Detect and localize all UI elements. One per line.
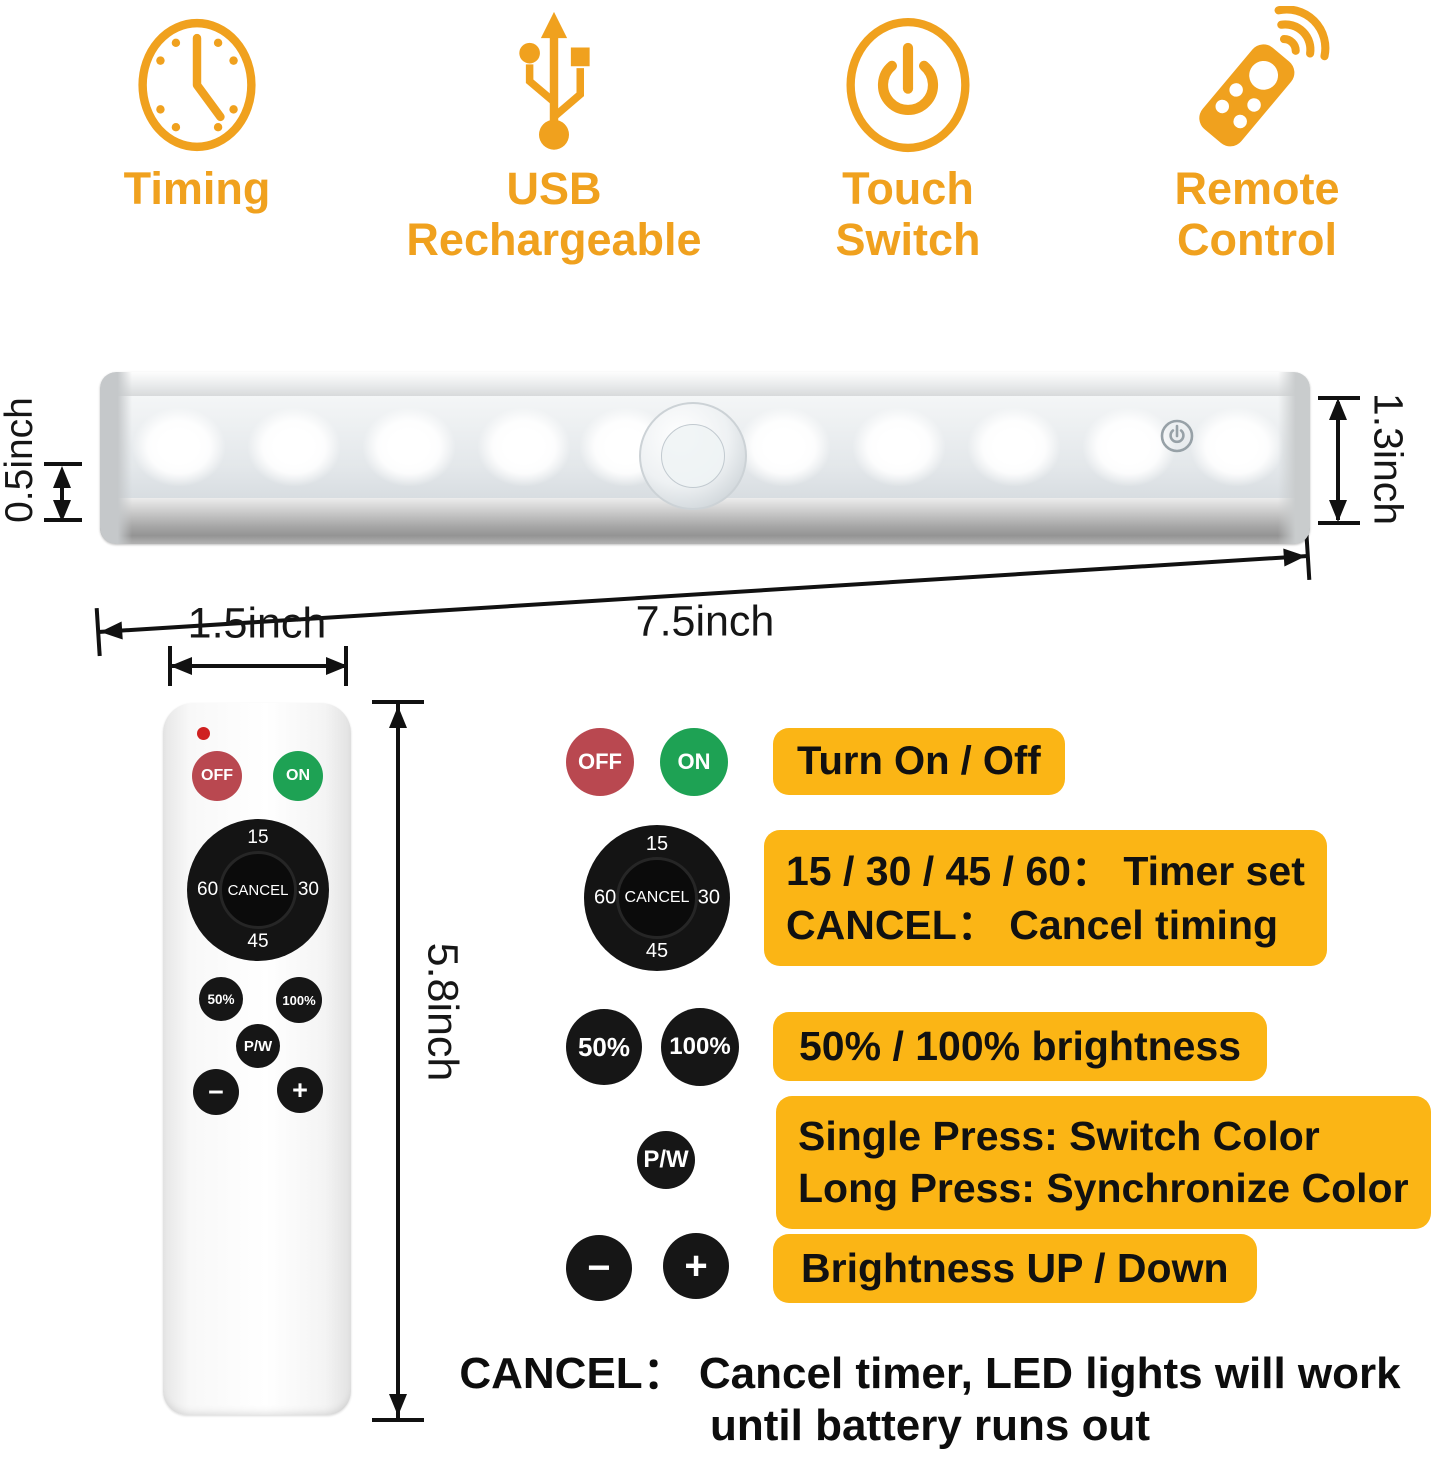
dial-30: 30 [697, 886, 720, 909]
dim-remote-length: 5.8inch [418, 942, 467, 1082]
feature-label: Remote Control [1174, 163, 1340, 265]
bar-left-cap [100, 372, 132, 544]
dial-45: 45 [645, 940, 669, 962]
led-glow [247, 408, 340, 486]
dim-bar-front-height: 0.5inch [0, 397, 41, 523]
arrowhead [326, 657, 348, 675]
arrowhead [170, 657, 192, 675]
legend-color-label: Single Press: Switch Color Long Press: S… [776, 1096, 1431, 1229]
remote-icon [1092, 6, 1422, 164]
power-icon [743, 6, 1073, 164]
timer-set-text: 15 / 30 / 45 / 60： Timer set [786, 848, 1305, 894]
dim-tick [372, 700, 424, 704]
dial-60: 60 [594, 886, 617, 909]
arrowhead [1329, 398, 1347, 420]
dim-arrow-05 [60, 472, 64, 516]
feature-usb-rechargeable: USB Rechargeable [389, 6, 719, 266]
legend-updown-label: Brightness UP / Down [773, 1234, 1257, 1303]
arrowhead [389, 1394, 407, 1416]
remote-minus-button: − [193, 1069, 239, 1115]
remote-plus-button: + [277, 1067, 323, 1113]
legend-plus-button: + [663, 1233, 729, 1299]
remote-timer-dial: 15 30 45 60 CANCEL [187, 819, 329, 961]
indicator-led [197, 727, 210, 740]
dim-tick [1318, 396, 1360, 400]
dim-arrow-58 [396, 704, 400, 1420]
motion-sensor-dome [638, 402, 747, 510]
dial-30: 30 [297, 879, 319, 900]
bar-top-edge [100, 372, 1310, 396]
legend-on-button: ON [660, 728, 728, 796]
led-glow [1191, 408, 1284, 486]
legend-on-off-label: Turn On / Off [773, 728, 1065, 795]
legend-timer-label: 15 / 30 / 45 / 60： Timer set CANCEL： Can… [764, 830, 1327, 967]
arrowhead [1329, 500, 1347, 522]
remote-cancel-button: CANCEL [219, 851, 297, 929]
remote-100-button: 100% [276, 977, 322, 1023]
remote-50-button: 50% [199, 977, 243, 1021]
dim-bar-end-height: 1.3inch [1365, 392, 1412, 526]
arrowhead [389, 706, 407, 728]
legend-minus-button: − [566, 1235, 632, 1301]
motion-sensor-lens [660, 424, 725, 488]
led-glow [362, 408, 455, 486]
clock-icon [32, 6, 362, 164]
feature-touch-switch: Touch Switch [743, 6, 1073, 266]
led-glow [477, 408, 570, 486]
legend-50-button: 50% [566, 1009, 642, 1085]
dial-15: 15 [247, 827, 269, 848]
remote-off-button: OFF [192, 751, 242, 801]
legend-off-button: OFF [566, 728, 634, 796]
bar-right-cap [1278, 372, 1310, 544]
legend-timer-dial: 15 30 45 60 CANCEL [584, 825, 730, 971]
feature-timing: Timing [32, 6, 362, 215]
dim-tick [344, 646, 348, 686]
dim-tick [44, 518, 82, 522]
footnote: CANCEL： Cancel timer, LED lights will wo… [400, 1348, 1436, 1452]
footnote-line1: CANCEL： Cancel timer, LED lights will wo… [459, 1349, 1401, 1398]
dim-arrow-15 [172, 664, 346, 668]
led-glow [1082, 408, 1175, 486]
led-glow [852, 408, 945, 486]
feature-label: USB Rechargeable [406, 163, 702, 265]
dial-45: 45 [247, 931, 269, 952]
dim-remote-width: 1.5inch [187, 599, 327, 648]
footnote-line2: until battery runs out [710, 1400, 1150, 1450]
dim-arrow-13 [1336, 402, 1340, 520]
dial-15: 15 [645, 833, 669, 855]
legend-brightness-label: 50% / 100% brightness [773, 1012, 1268, 1081]
legend-cancel-button: CANCEL [616, 857, 698, 939]
dim-tick [372, 1418, 424, 1422]
led-glow [967, 408, 1060, 486]
long-press-text: Long Press: Synchronize Color [798, 1165, 1409, 1212]
single-press-text: Single Press: Switch Color [798, 1113, 1320, 1159]
remote-control-body: OFF ON 15 30 45 60 CANCEL 50% 100% P/W −… [163, 703, 351, 1415]
arrowhead [53, 466, 71, 488]
feature-remote-control: Remote Control [1092, 6, 1422, 266]
remote-pw-button: P/W [236, 1024, 280, 1068]
dim-tick [1318, 521, 1360, 525]
remote-on-button: ON [273, 751, 323, 801]
usb-icon [389, 6, 719, 164]
led-light-bar [100, 372, 1310, 544]
cancel-timing-text: CANCEL： Cancel timing [786, 902, 1279, 949]
touch-power-icon [1158, 417, 1196, 455]
led-glow [737, 408, 830, 486]
dial-60: 60 [197, 879, 219, 900]
dim-tick [168, 646, 172, 686]
feature-label: Timing [123, 163, 271, 214]
feature-label: Touch Switch [835, 163, 981, 265]
led-glow [132, 408, 225, 486]
legend-pw-button: P/W [637, 1131, 695, 1189]
legend-100-button: 100% [661, 1008, 739, 1086]
dim-tick [44, 462, 82, 466]
dim-bar-length: 7.5inch [635, 597, 775, 646]
arrowhead [53, 500, 71, 522]
